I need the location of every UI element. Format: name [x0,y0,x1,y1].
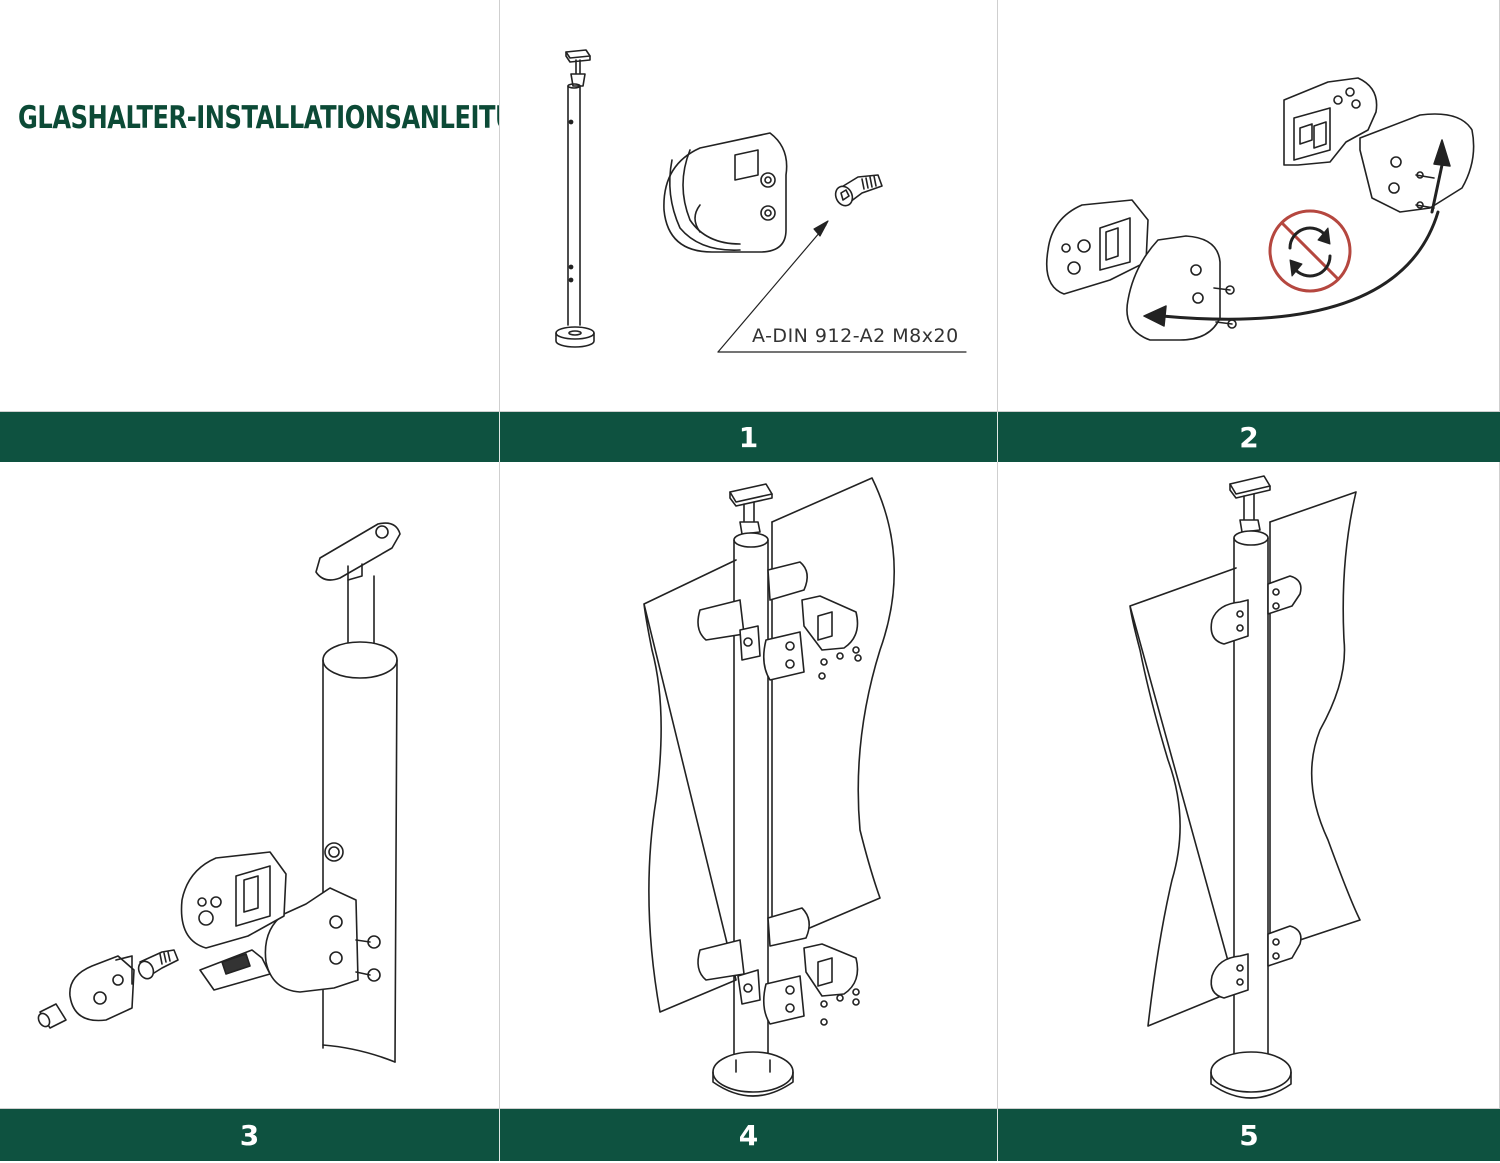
rotation-arrow [1143,139,1451,327]
step-3-post-illustration [315,522,401,1063]
step-3-small-clamp-illustration [69,955,135,1022]
step-3-pin-illustration [37,1003,67,1029]
step-5-glass-front [1129,567,1237,1027]
step-3-screw-illustration [137,949,179,980]
title-panel: GLASHALTER-INSTALLATIONSANLEITUNG [0,0,500,412]
step-5-clamp-bottom [1210,925,1302,999]
page-title: GLASHALTER-INSTALLATIONSANLEITUNG [18,100,500,136]
step-5-band: 5 [998,1109,1500,1161]
step-4-clamp-bottom [697,907,860,1026]
step-2-number: 2 [1239,420,1259,454]
step-2-left-back-illustration [1045,199,1149,295]
step-5-post [1210,475,1292,1099]
step-1-band: 1 [500,412,998,462]
step-5-clamp-top [1210,575,1302,645]
step-4-glass-back [771,477,896,945]
spec-callout-line [717,220,967,353]
step-4-band: 4 [500,1109,998,1161]
step-1-post-illustration [555,49,595,348]
step-2-front-half-illustration [1359,113,1475,213]
step-4-glass-front [643,559,737,1013]
bolt-spec-label: A-DIN 912-A2 M8x20 [752,325,959,347]
step-5-panel [998,462,1500,1109]
step-1-number: 1 [738,420,759,454]
no-rotate-icon [1268,209,1352,293]
step-2-band: 2 [998,412,1500,462]
step-1-clamp-illustration [663,132,788,253]
step-4-number: 4 [738,1118,759,1152]
step-4-clamp-top [697,561,862,681]
step-3-clamp-front-illustration [264,887,381,993]
bolt-icon [834,174,883,207]
step-3-gasket-illustration [199,949,271,991]
step-5-glass-back [1269,491,1361,951]
step-3-band: 3 [0,1109,500,1161]
step-2-back-half-illustration [1283,77,1378,166]
step-3-number: 3 [239,1118,260,1152]
step-5-number: 5 [1239,1118,1259,1152]
band-empty [0,412,500,462]
step-3-clamp-back-illustration [180,851,287,949]
